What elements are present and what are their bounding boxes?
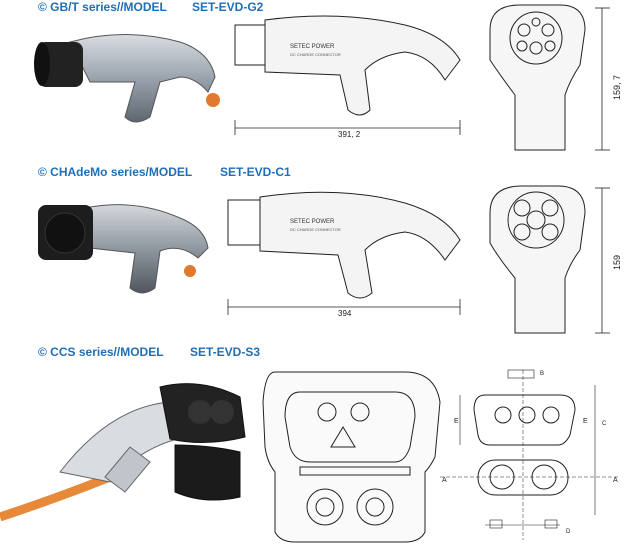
socket-face <box>507 191 565 249</box>
gbt-connector-photo <box>34 34 220 123</box>
dc-pin-left <box>306 488 344 526</box>
socket-face <box>509 11 563 65</box>
chademo-side-drawing: SETEC POWER DC CHARGE CONNECTOR 394 <box>227 191 461 318</box>
model-label: SET-EVD-S3 <box>190 345 261 359</box>
tech-label: E <box>454 418 459 425</box>
series-label: © GB/T series//MODEL <box>38 0 167 14</box>
orange-tip <box>184 265 196 277</box>
section-ccs: © CCS series//MODEL SET-EVD-S3 <box>0 345 632 545</box>
height-dimension: 159, 7 <box>612 75 622 100</box>
tech-label: E <box>583 418 588 425</box>
plug-head <box>38 42 83 87</box>
chademo-connector-photo <box>38 204 209 294</box>
orange-tip <box>206 93 220 107</box>
tech-label: B <box>540 371 544 377</box>
dc-pin-right <box>356 488 394 526</box>
ccs-technical-drawing: A E E A B C D <box>440 369 620 540</box>
brand-sub: DC CHARGE CONNECTOR <box>290 52 341 57</box>
length-dimension: 394 <box>338 309 352 318</box>
series-label: © CHAdeMo series/MODEL <box>38 165 193 179</box>
tech-label: A <box>442 477 447 484</box>
section-title: © CHAdeMo series/MODEL SET-EVD-C1 <box>38 165 291 179</box>
tech-label: A <box>613 477 618 484</box>
brand-text: SETEC POWER <box>290 219 335 225</box>
chademo-front-drawing: 159 <box>489 185 622 334</box>
tech-label: C <box>602 421 607 427</box>
gbt-side-drawing: SETEC POWER DC CHARGE CONNECTOR 391, 2 <box>234 15 461 139</box>
section-chademo: © CHAdeMo series/MODEL SET-EVD-C1 SETEC … <box>0 163 632 343</box>
orange-cable <box>0 472 112 522</box>
tech-label: D <box>566 529 571 535</box>
ccs-connector-photo <box>0 383 246 522</box>
height-dimension: 159 <box>612 255 622 270</box>
model-label: SET-EVD-G2 <box>192 0 264 14</box>
gbt-front-drawing: 159, 7 <box>489 4 622 151</box>
brand-sub: DC CHARGE CONNECTOR <box>290 227 341 232</box>
model-label: SET-EVD-C1 <box>220 165 291 179</box>
ccs-front-drawing <box>262 371 441 543</box>
section-title: © GB/T series//MODEL SET-EVD-G2 <box>38 0 263 14</box>
lower-plug <box>174 444 241 501</box>
section-gbt: © GB/T series//MODEL SET-EVD-G2 SETEC PO… <box>0 0 632 165</box>
section-title: © CCS series//MODEL SET-EVD-S3 <box>38 345 260 359</box>
length-dimension: 391, 2 <box>338 130 361 139</box>
series-label: © CCS series//MODEL <box>38 345 164 359</box>
brand-text: SETEC POWER <box>290 44 335 50</box>
